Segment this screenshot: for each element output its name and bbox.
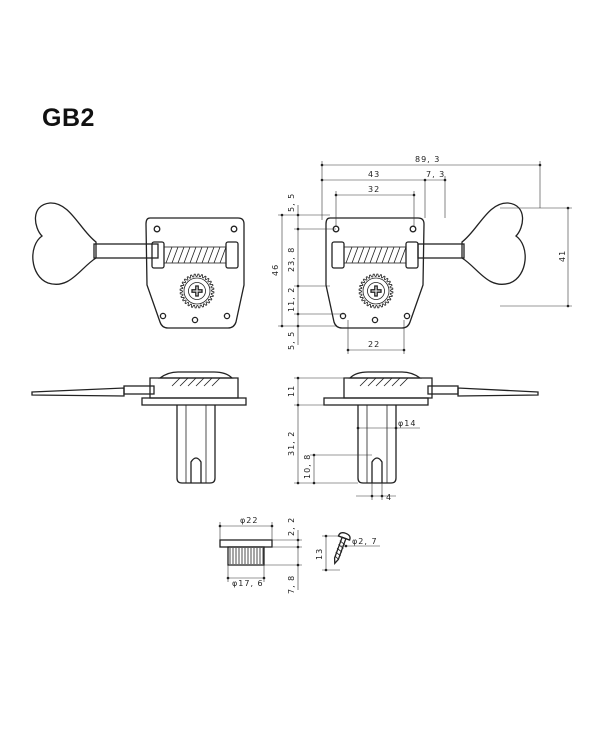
dim-key-height: 41: [558, 250, 567, 262]
dim-bottom-gap: 5, 5: [287, 331, 296, 350]
dim-bottom-span: 22: [368, 340, 380, 349]
dim-bushing-inner: φ17, 6: [232, 579, 264, 588]
dim-side-height: 11: [287, 385, 296, 397]
tuner-side-view-left: [31, 371, 247, 484]
side-view-dimensions: 11 31, 2 10, 8 φ14 4: [287, 376, 420, 502]
screw-view: 13 φ2, 7: [315, 532, 380, 572]
dim-inner-span: 32: [368, 185, 380, 194]
dim-overall-width: 89, 3: [415, 155, 440, 164]
dim-post-length: 31, 2: [287, 431, 296, 456]
tuner-top-view-right: [325, 202, 526, 329]
dim-slot-depth: 10, 8: [303, 454, 312, 479]
dim-slot-width: 4: [386, 493, 392, 502]
dim-hole-span: 43: [368, 170, 380, 179]
top-view-dimensions: 89, 3 43 7, 3 32 5, 5 46 23, 8 11, 2 5, …: [271, 155, 572, 354]
dim-height-mid: 11, 2: [287, 287, 296, 312]
tuner-top-view-left: [32, 202, 245, 329]
model-title: GB2: [42, 104, 95, 132]
dim-screw-diameter: φ2, 7: [352, 537, 378, 546]
dim-bushing-height: 7, 8: [287, 575, 296, 594]
dim-post-diameter: φ14: [398, 419, 416, 428]
dim-bushing-top: 2, 2: [287, 517, 296, 536]
bushing-view: φ22 φ17, 6 2, 2 7, 8: [218, 516, 302, 594]
dim-height-total: 46: [271, 264, 280, 276]
dim-screw-length: 13: [315, 548, 324, 560]
dim-bushing-outer: φ22: [240, 516, 258, 525]
dim-height-upper: 23, 8: [287, 247, 296, 272]
tuner-side-view-right: [323, 371, 539, 484]
dim-top-gap: 5, 5: [287, 193, 296, 212]
dim-offset-right: 7, 3: [426, 170, 445, 179]
